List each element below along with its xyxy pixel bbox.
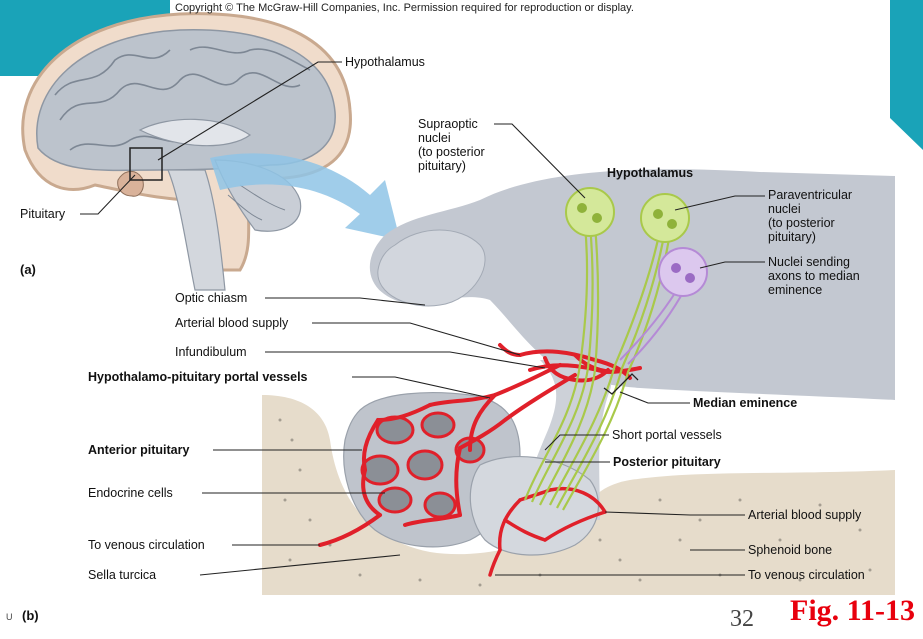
sphenoid-bone <box>262 395 895 595</box>
label-sphenoid-bone: Sphenoid bone <box>748 543 833 557</box>
label-supraoptic-nuclei: Supraoptic nuclei (to posterior pituitar… <box>418 117 485 173</box>
label-sella-turcica: Sella turcica <box>88 568 157 582</box>
label-venous-left: To venous circulation <box>88 538 205 552</box>
hypothalamus-tissue <box>369 169 896 400</box>
label-endocrine-cells: Endocrine cells <box>88 486 173 500</box>
label-hypothalamus-b: Hypothalamus <box>607 166 694 180</box>
label-short-portal-vessels: Short portal vessels <box>612 428 722 442</box>
leader-lines <box>80 61 765 576</box>
label-arterial-supply-bottom: Arterial blood supply <box>748 508 862 522</box>
label-infundibulum: Infundibulum <box>175 345 247 359</box>
label-anterior-pituitary: Anterior pituitary <box>88 443 190 457</box>
label-posterior-pituitary: Posterior pituitary <box>613 455 721 469</box>
median-nucleus <box>658 247 708 297</box>
page-number: 32 <box>730 606 754 632</box>
copyright-notice: Copyright © The McGraw-Hill Companies, I… <box>175 2 634 14</box>
label-pituitary-a: Pituitary <box>20 207 66 221</box>
pituitary-box-a <box>129 147 163 181</box>
figure-label: Fig. 11-13 <box>790 594 915 627</box>
label-venous-right: To venous circulation <box>748 568 865 582</box>
label-hypothalamus-a: Hypothalamus <box>345 55 425 69</box>
median-eminence-bracket <box>603 373 639 395</box>
label-arterial-supply-top: Arterial blood supply <box>175 316 289 330</box>
optic-chiasm-shape <box>377 229 486 307</box>
label-optic-chiasm: Optic chiasm <box>175 291 248 305</box>
corner-mark: U <box>6 612 13 622</box>
brain-illustration <box>21 12 352 291</box>
bone-texture <box>278 418 872 587</box>
panel-label-b: (b) <box>22 608 39 623</box>
paraventricular-nucleus <box>640 193 690 243</box>
label-paraventricular-nuclei: Paraventricular nuclei (to posterior pit… <box>768 188 853 244</box>
label-nuclei-median-eminence: Nuclei sending axons to median eminence <box>768 255 860 297</box>
label-median-eminence: Median eminence <box>693 396 798 410</box>
teal-corner-right <box>890 0 923 150</box>
supraoptic-nucleus <box>565 187 615 237</box>
panel-label-a: (a) <box>20 262 36 277</box>
posterior-vessels <box>488 487 607 577</box>
label-portal-vessels: Hypothalamo-pituitary portal vessels <box>88 370 308 384</box>
zoom-arrow <box>210 153 400 240</box>
